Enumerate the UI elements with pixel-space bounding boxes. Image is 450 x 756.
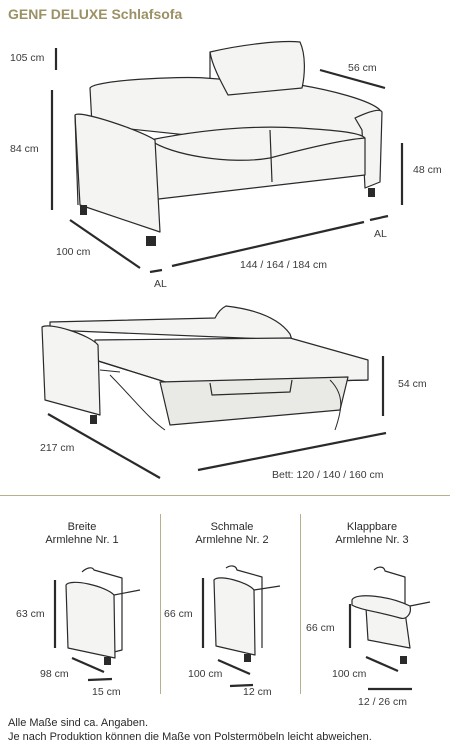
page-title: GENF DELUXE Schlafsofa [8, 6, 183, 22]
armrest-3-height: 66 cm [306, 622, 335, 634]
sofa-headrest [209, 41, 305, 96]
armrest-3-title: Klappbare Armlehne Nr. 3 [335, 521, 409, 546]
bed-backrest [49, 305, 293, 341]
footer-note-2: Je nach Produktion können die Maße von P… [8, 731, 372, 743]
armrest-1-shape [65, 581, 116, 659]
armrest-3-flap [351, 595, 411, 619]
dim-line-bed-depth [47, 413, 161, 479]
dim-cushion-depth: 56 cm [348, 62, 377, 74]
dim-line-cushion-depth [319, 68, 386, 90]
footer-note-1: Alle Maße sind ca. Angaben. [8, 717, 149, 729]
armrest-2-depth: 100 cm [188, 668, 223, 680]
dim-bed-height: 54 cm [398, 378, 427, 390]
dim-depth: 100 cm [56, 246, 91, 258]
dim-bed-size: Bett: 120 / 140 / 160 cm [272, 469, 384, 481]
sofa-leg [80, 205, 87, 215]
sofa-leg [368, 188, 375, 197]
armrest-3-width: 12 / 26 cm [358, 696, 408, 708]
armrest-2-title: Schmale Armlehne Nr. 2 [195, 521, 269, 546]
dim-height-total: 105 cm [10, 52, 45, 64]
dim-al-left: AL [154, 278, 167, 290]
armrest-3-depth: 100 cm [332, 668, 367, 680]
armrest-1-title: Breite Armlehne Nr. 1 [45, 521, 119, 546]
column-separator [300, 514, 301, 694]
armrest-2-shape [213, 577, 256, 656]
armrest-1-width: 15 cm [92, 686, 121, 698]
sofa-drawing [50, 41, 404, 274]
armrest-2-height: 66 cm [164, 608, 193, 620]
dim-line-depth [69, 219, 141, 269]
sofa-right-arm [354, 109, 383, 189]
armrest-1-height: 63 cm [16, 608, 45, 620]
armrest-1-depth: 98 cm [40, 668, 69, 680]
dim-line-width [171, 220, 365, 268]
dim-line-bed-size [197, 431, 387, 472]
bed-drawing [41, 305, 387, 479]
sofa-left-arm [74, 113, 161, 233]
bed-left-arm [41, 325, 101, 416]
section-divider [0, 495, 450, 496]
sofa-seat [149, 126, 366, 201]
armrest-2-width: 12 cm [243, 686, 272, 698]
dim-bed-depth: 217 cm [40, 442, 75, 454]
column-separator [160, 514, 161, 694]
dim-al-right: AL [374, 228, 387, 240]
dim-height-back: 84 cm [10, 143, 39, 155]
sofa-leg [146, 236, 156, 246]
dim-seat-height: 48 cm [413, 164, 442, 176]
bed-leg [90, 415, 97, 424]
dim-width: 144 / 164 / 184 cm [240, 259, 327, 271]
